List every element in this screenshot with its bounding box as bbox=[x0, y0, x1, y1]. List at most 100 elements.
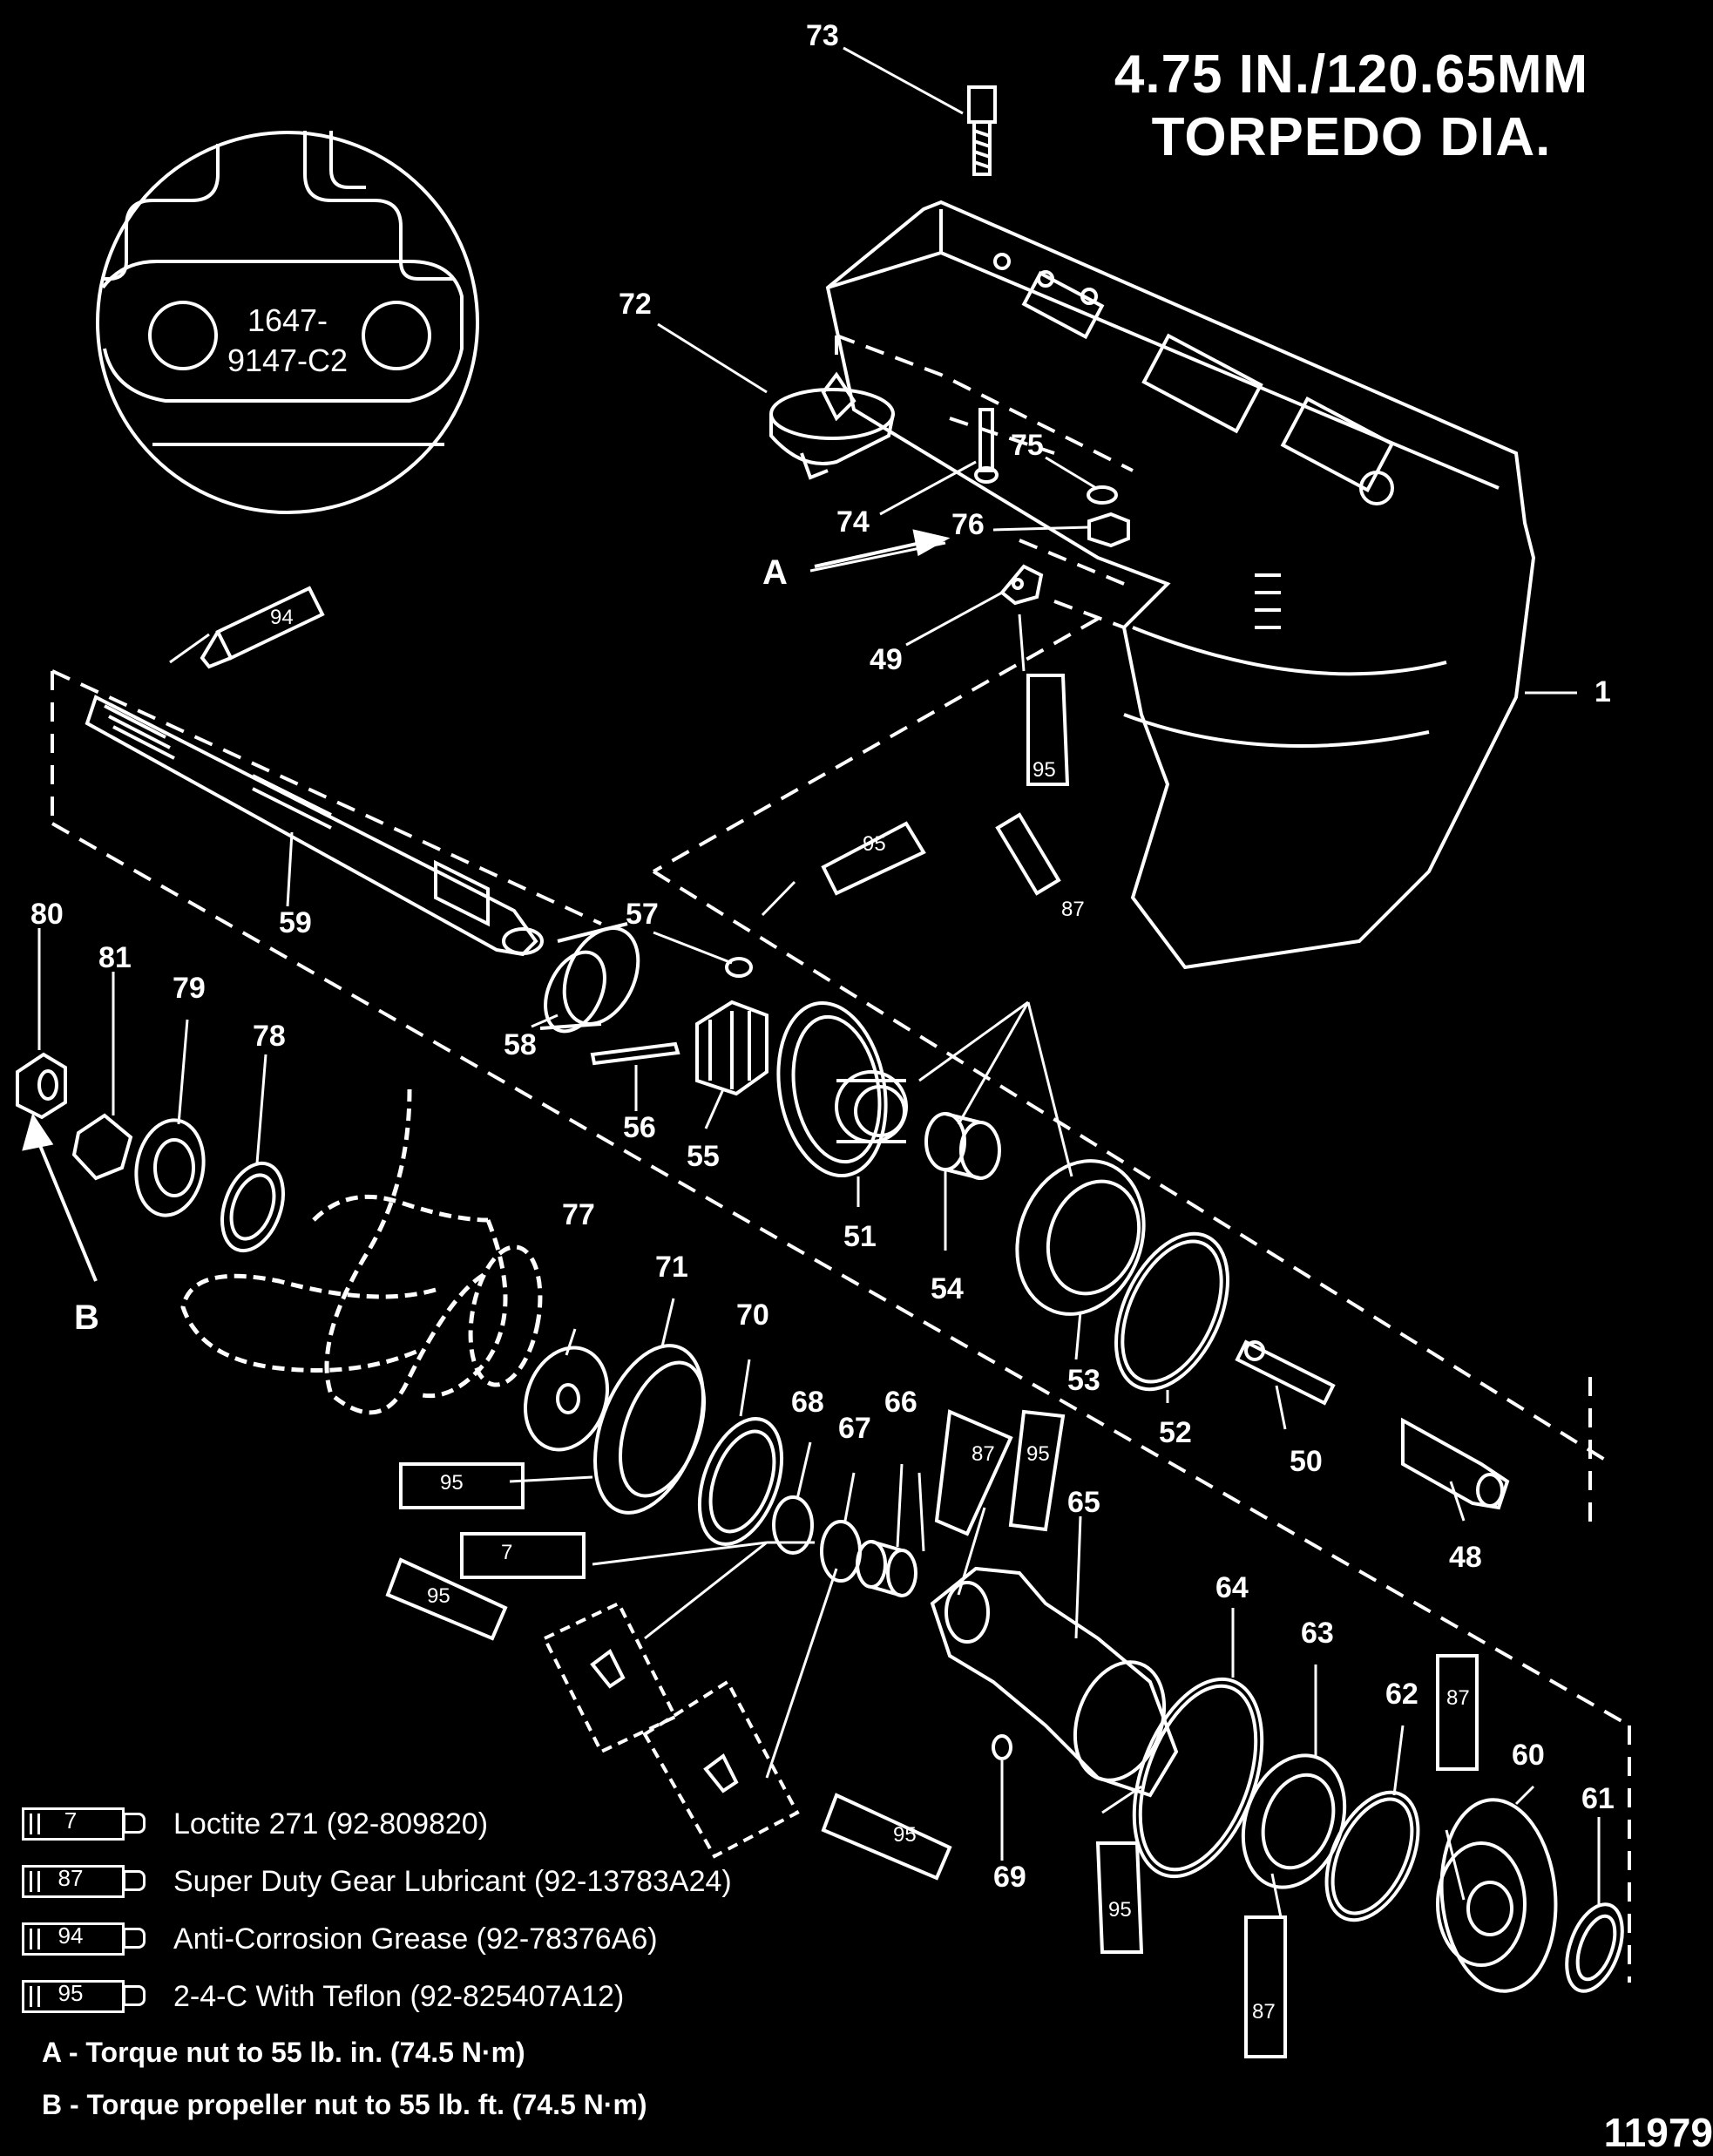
bolt-73 bbox=[967, 85, 997, 176]
callout-66: 66 bbox=[884, 1386, 917, 1419]
propeller-outline bbox=[180, 1088, 543, 1415]
inset-line-1: 1647- bbox=[247, 302, 328, 338]
callout-64: 64 bbox=[1215, 1571, 1249, 1604]
key-69 bbox=[992, 1734, 1012, 1760]
legend-tube-number: 95 bbox=[58, 1980, 84, 2006]
forward-gear-51 bbox=[776, 1000, 908, 1178]
spacer-78 bbox=[220, 1161, 285, 1253]
callout-53: 53 bbox=[1067, 1364, 1100, 1397]
tube-label-87-d: 87 bbox=[1252, 2000, 1276, 2024]
tube-label-95-e: 95 bbox=[1026, 1442, 1050, 1466]
callout-63: 63 bbox=[1301, 1617, 1334, 1650]
callout-62: 62 bbox=[1385, 1678, 1418, 1711]
torque-arrows bbox=[22, 529, 951, 1282]
callout-55: 55 bbox=[687, 1140, 720, 1173]
tube-label-95-b: 95 bbox=[1033, 758, 1056, 782]
bearing-63 bbox=[1241, 1753, 1347, 1889]
tube-label-87-b: 87 bbox=[972, 1442, 995, 1466]
propeller-shaft-59 bbox=[85, 695, 544, 957]
legend-text: 2-4-C With Teflon (92-825407A12) bbox=[173, 1979, 625, 2013]
callout-51: 51 bbox=[843, 1220, 877, 1253]
tube-label-95-a: 95 bbox=[863, 832, 886, 856]
tab-washer-81 bbox=[71, 1113, 133, 1181]
inset-line-2: 9147-C2 bbox=[227, 342, 349, 378]
callout-1: 1 bbox=[1595, 675, 1611, 708]
legend-text: Anti-Corrosion Grease (92-78376A6) bbox=[173, 1922, 658, 1956]
callout-A: A bbox=[762, 553, 788, 592]
callout-76: 76 bbox=[951, 508, 985, 541]
seal-detail-boxes bbox=[542, 1601, 800, 1859]
washer-75 bbox=[1087, 485, 1118, 505]
gear-housing bbox=[825, 200, 1536, 970]
callout-61: 61 bbox=[1581, 1782, 1615, 1815]
bearing-carrier-65 bbox=[930, 1566, 1179, 1798]
callout-B: B bbox=[74, 1298, 99, 1337]
thrust-hub-79 bbox=[134, 1118, 206, 1217]
nut-76 bbox=[1087, 512, 1130, 548]
tube-icon: 7 bbox=[22, 1804, 152, 1844]
tube-label-95-d: 95 bbox=[427, 1584, 450, 1608]
tube-shapes bbox=[200, 586, 1479, 2058]
legend-row-95: 95 2-4-C With Teflon (92-825407A12) bbox=[22, 1968, 732, 2025]
stud-74 bbox=[974, 408, 999, 484]
tube-label-95-c: 95 bbox=[440, 1471, 464, 1495]
pin-57 bbox=[725, 957, 753, 978]
callout-60: 60 bbox=[1512, 1739, 1545, 1772]
leader-lines bbox=[37, 46, 1601, 1918]
legend-text: Super Duty Gear Lubricant (92-13783A24) bbox=[173, 1864, 732, 1898]
callout-74: 74 bbox=[836, 505, 870, 539]
callout-71: 71 bbox=[655, 1251, 688, 1284]
shim-62 bbox=[1324, 1790, 1420, 1922]
tube-label-87-a: 87 bbox=[1061, 898, 1085, 921]
callout-57: 57 bbox=[626, 898, 659, 931]
needle-bearing-66 bbox=[856, 1540, 917, 1597]
callout-58: 58 bbox=[504, 1028, 537, 1061]
sliding-clutch-55 bbox=[695, 1000, 768, 1096]
callout-78: 78 bbox=[253, 1020, 286, 1053]
legend-tube-number: 87 bbox=[58, 1865, 84, 1891]
tube-label-95-f: 95 bbox=[893, 1823, 917, 1847]
note-b: B - Torque propeller nut to 55 lb. ft. (… bbox=[42, 2089, 647, 2120]
torque-notes: A - Torque nut to 55 lb. in. (74.5 N·m) … bbox=[42, 2026, 647, 2131]
callout-81: 81 bbox=[98, 941, 132, 974]
anode-72 bbox=[769, 371, 895, 480]
callout-70: 70 bbox=[736, 1298, 769, 1332]
tapered-bearing-53 bbox=[1015, 1159, 1146, 1316]
roller-bearing-54 bbox=[924, 1112, 1001, 1180]
inset-detail-circle bbox=[96, 131, 479, 514]
cam-follower-50 bbox=[1235, 1339, 1336, 1406]
legend-text: Loctite 271 (92-809820) bbox=[173, 1807, 489, 1841]
washer-61 bbox=[1565, 1902, 1624, 1993]
callout-48: 48 bbox=[1449, 1541, 1482, 1574]
title-line-2: TORPEDO DIA. bbox=[1151, 107, 1552, 167]
inset-part-number: 1647- 9147-C2 bbox=[218, 301, 357, 381]
callout-80: 80 bbox=[30, 898, 64, 931]
plate-49 bbox=[999, 564, 1044, 606]
callout-77: 77 bbox=[562, 1198, 595, 1231]
reverse-gear-60 bbox=[1436, 1798, 1558, 1993]
shim-52 bbox=[1114, 1231, 1230, 1392]
cross-pin-56 bbox=[590, 1041, 680, 1066]
lubricant-legend: 7 Loctite 271 (92-809820) 87 Super Duty … bbox=[22, 1795, 732, 2025]
legend-row-7: 7 Loctite 271 (92-809820) bbox=[22, 1795, 732, 1853]
legend-tube-number: 7 bbox=[64, 1807, 78, 1834]
thrust-bearing-71 bbox=[593, 1344, 707, 1515]
retainer-70 bbox=[697, 1417, 784, 1546]
callout-79: 79 bbox=[173, 972, 206, 1005]
figure-number: 11979 bbox=[1603, 2110, 1713, 2155]
callout-56: 56 bbox=[623, 1111, 656, 1144]
note-a: A - Torque nut to 55 lb. in. (74.5 N·m) bbox=[42, 2037, 525, 2068]
callout-73: 73 bbox=[806, 19, 839, 52]
callout-72: 72 bbox=[619, 288, 652, 321]
callout-52: 52 bbox=[1159, 1416, 1192, 1449]
bearing-58 bbox=[539, 922, 640, 1034]
callout-65: 65 bbox=[1067, 1486, 1100, 1519]
tube-icon: 87 bbox=[22, 1861, 152, 1902]
torpedo-diameter-title: 4.75 IN./120.65MM TORPEDO DIA. bbox=[1073, 44, 1630, 169]
legend-row-87: 87 Super Duty Gear Lubricant (92-13783A2… bbox=[22, 1853, 732, 1910]
tube-label-94: 94 bbox=[270, 606, 294, 629]
tube-icon: 94 bbox=[22, 1919, 152, 1959]
tube-label-95-g: 95 bbox=[1108, 1898, 1132, 1922]
seal-68 bbox=[772, 1495, 814, 1555]
